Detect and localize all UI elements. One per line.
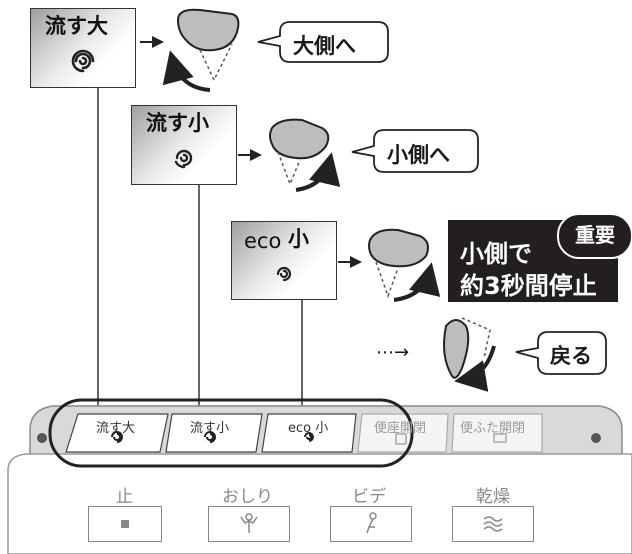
swirl-eco-icon — [276, 266, 292, 282]
rotate-left-arrow-icon — [162, 50, 211, 92]
highlight-outline — [48, 398, 414, 468]
rotate-back-arrow-icon — [454, 345, 496, 392]
swirl-large-icon — [71, 49, 95, 73]
flush-small-label: 流す小 — [146, 111, 209, 135]
dry-button[interactable] — [452, 506, 534, 542]
rotate-right-arrow-icon — [295, 152, 341, 192]
control-bidet-label: ビデ — [352, 487, 386, 507]
stop-button[interactable] — [88, 506, 162, 542]
callout-return-text: 戻る — [550, 344, 592, 368]
strip-lid[interactable]: 便ふた開閉 — [460, 421, 526, 436]
callout-small-bubble — [351, 129, 479, 173]
control-stop-label: 止 — [116, 487, 133, 507]
flush-large-label: 流す大 — [45, 14, 108, 38]
callout-small-text: 小側へ — [387, 143, 450, 167]
lever-large-icon — [176, 8, 240, 52]
dry-icon — [483, 516, 503, 532]
return-arrow-text: ⋯→ — [376, 342, 410, 363]
flush-large-button[interactable]: 流す大 — [30, 8, 136, 88]
stop-note-box: 小側で 約3秒間停止 — [448, 220, 618, 302]
note-line-2: 約3秒間停止 — [460, 272, 597, 300]
control-rear-label: おしり — [222, 487, 273, 507]
eco-small-button[interactable]: eco 小 — [231, 221, 337, 300]
rotate-right-arrow-icon — [393, 262, 441, 302]
strip-eco[interactable]: eco 小 — [288, 421, 329, 436]
callout-large-bubble — [257, 21, 389, 63]
eco-label-prefix: eco — [244, 229, 282, 253]
note-line-1: 小側で — [460, 240, 532, 268]
stop-icon — [121, 520, 129, 528]
eco-label-suffix: 小 — [288, 227, 309, 251]
callout-return-bubble — [515, 331, 607, 375]
flush-small-button[interactable]: 流す小 — [131, 105, 237, 185]
bidet-button[interactable] — [330, 506, 412, 542]
strip-flush-small[interactable]: 流す小 — [190, 421, 230, 436]
important-badge: 重要 — [557, 213, 632, 259]
strip-seat[interactable]: 便座開閉 — [374, 421, 427, 436]
control-dry-label: 乾燥 — [476, 487, 510, 507]
rear-wash-button[interactable] — [208, 506, 290, 542]
callout-large-text: 大側へ — [293, 34, 356, 58]
bidet-icon — [366, 512, 377, 534]
swirl-small-icon — [174, 149, 193, 169]
rear-wash-icon — [240, 513, 258, 533]
strip-flush-large[interactable]: 流す大 — [96, 421, 136, 436]
